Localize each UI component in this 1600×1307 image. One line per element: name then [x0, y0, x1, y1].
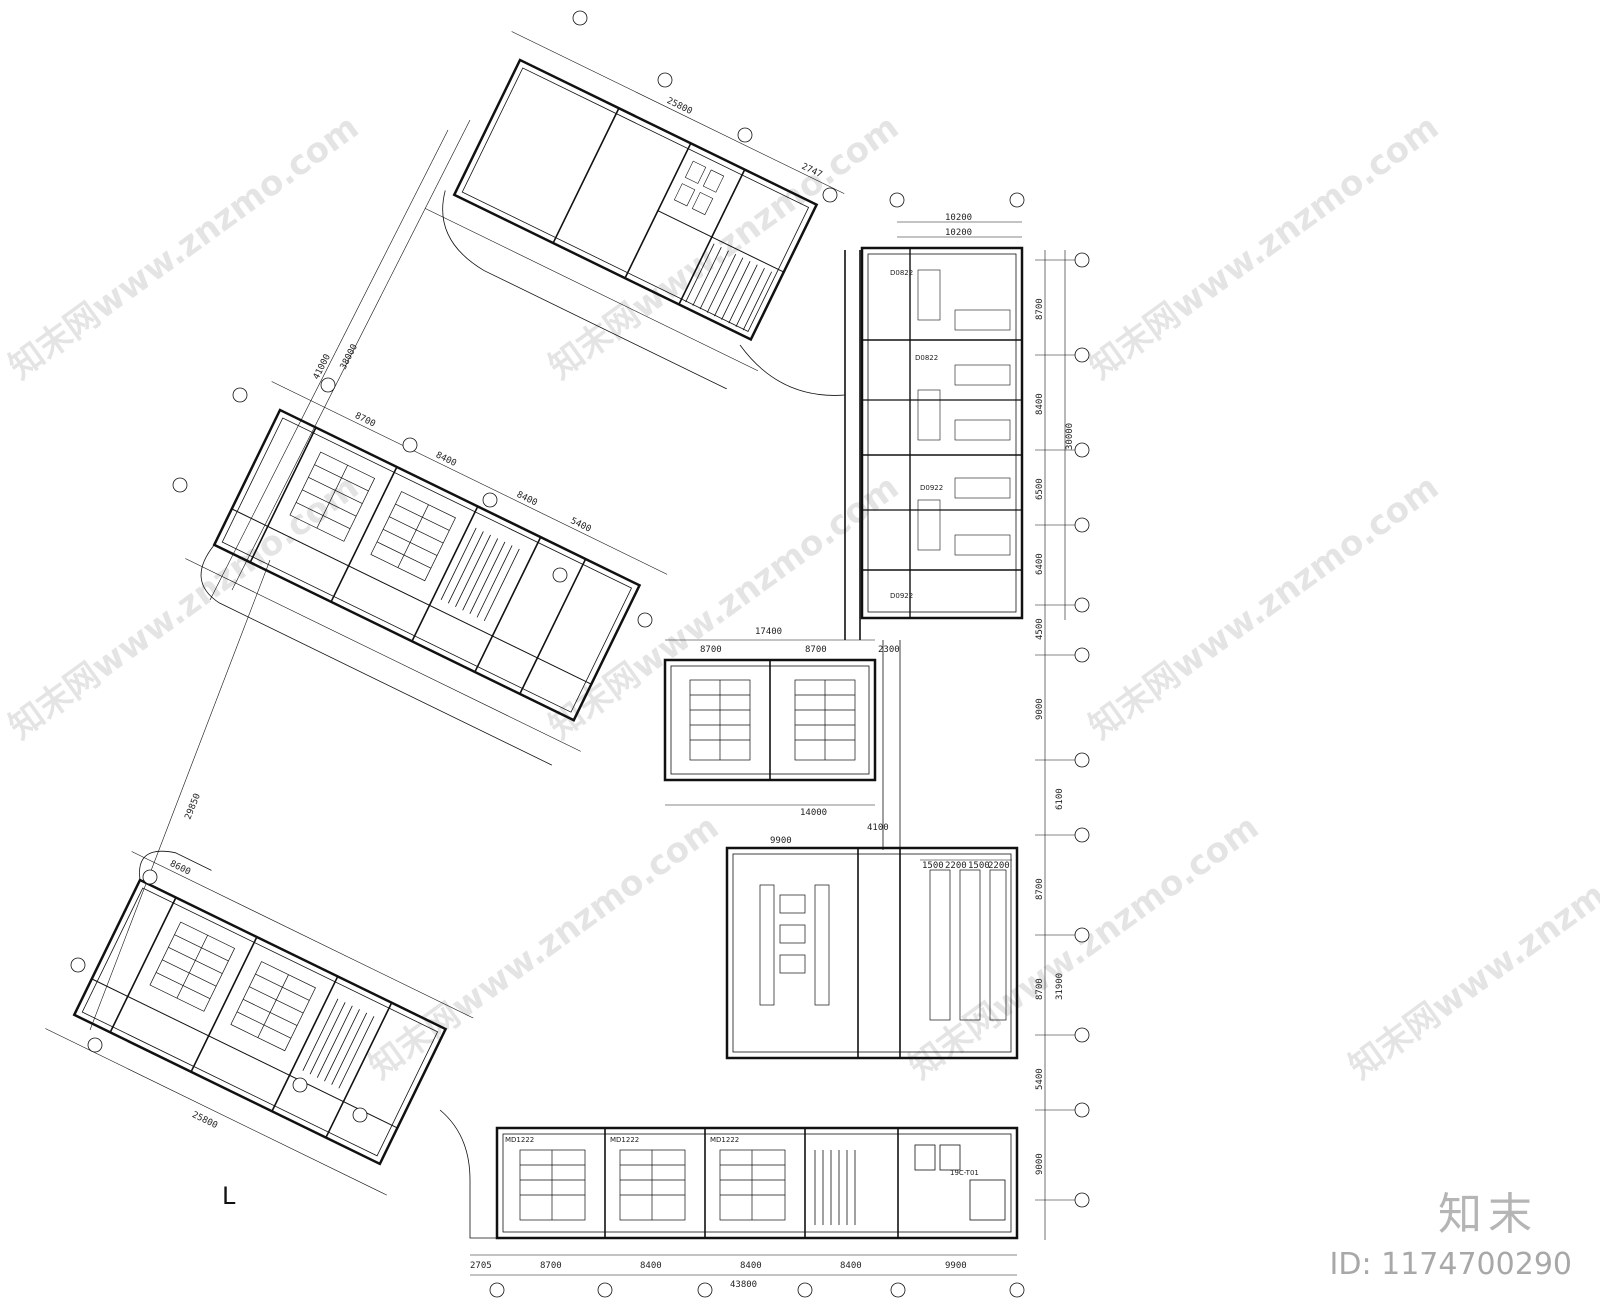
image-id-watermark: ID: 1174700290: [1329, 1247, 1572, 1282]
dim-right-8: 8700: [1035, 878, 1045, 900]
top-wing: 25800 2747: [425, 31, 845, 390]
dim-right-1: 8700: [1035, 298, 1045, 320]
dim-top-1: 10200: [945, 213, 972, 223]
dim-workshop-2: 2200: [945, 861, 967, 871]
dim-right-6: 9000: [1035, 698, 1045, 720]
top-dimension-chain: 10200 10200: [897, 213, 1022, 238]
dim-lab-1: 9900: [770, 836, 792, 846]
dim-right-4: 6400: [1035, 553, 1045, 575]
dim-classroom-1: 8700: [700, 645, 722, 655]
room-tag-door-1: MD1222: [505, 1136, 534, 1144]
classroom-pair: 17400 8700 8700 2300 14000: [663, 627, 900, 818]
bottom-classroom-row: MD1222 MD1222 MD1222 19C-T01 2705 8700 8…: [439, 1109, 1019, 1290]
room-tag-dorm-1: D0822: [890, 269, 913, 277]
dim-right-10: 5400: [1035, 1068, 1045, 1090]
room-tag-dorm-4: D0922: [890, 592, 913, 600]
dim-right-3: 6500: [1035, 478, 1045, 500]
dim-bottom-5: 8400: [840, 1261, 862, 1271]
dim-bottom-4: 8400: [740, 1261, 762, 1271]
lab-block: 9900 4100 1500 2200 1500 2200: [725, 823, 1019, 1060]
grid-axis-bubbles: [70, 10, 1090, 1298]
dim-right-5: 4500: [1035, 618, 1045, 640]
dim-bottom-3: 8400: [640, 1261, 662, 1271]
dorm-block: D0822 D0822 D0922 D0922: [860, 246, 1024, 620]
brand-watermark: 知末: [1438, 1189, 1538, 1240]
dim-right-9: 8700: [1035, 978, 1045, 1000]
dim-classroom-gap: 2300: [878, 645, 900, 655]
dim-workshop-3: 1500: [968, 861, 990, 871]
dim-right-2: 8400: [1035, 393, 1045, 415]
dim-bottom-6: 9900: [945, 1261, 967, 1271]
level-mark: L: [222, 1182, 236, 1210]
dim-classroom-2: 8700: [805, 645, 827, 655]
dim-workshop-1: 1500: [922, 861, 944, 871]
dim-right-total-2: 31900: [1055, 973, 1065, 1000]
dim-classroom-total: 17400: [755, 627, 782, 637]
dim-classroom-bottom: 14000: [800, 808, 827, 818]
room-tag-dorm-3: D0922: [920, 484, 943, 492]
room-tag-door-2: MD1222: [610, 1136, 639, 1144]
right-dimension-chain: 8700 8400 6500 6400 4500 9000 6100 8700 …: [1035, 250, 1075, 1240]
connector-corridor: [739, 250, 901, 850]
dim-right-11: 9000: [1035, 1153, 1045, 1175]
room-tag-dorm-2: D0822: [915, 354, 938, 362]
dim-workshop-4: 2200: [988, 861, 1010, 871]
dim-right-7: 6100: [1055, 788, 1065, 810]
dim-bottom-total: 43800: [730, 1280, 757, 1290]
dim-lab-2: 4100: [867, 823, 889, 833]
dim-bottom-1: 2705: [470, 1261, 492, 1271]
bottom-left-wing: 8600 25800: [45, 850, 474, 1196]
dim-top-2: 10200: [945, 228, 972, 238]
dim-right-total-1: 30000: [1065, 423, 1075, 450]
room-tag-door-3: MD1222: [710, 1136, 739, 1144]
dim-bottom-2: 8700: [540, 1261, 562, 1271]
room-tag-stair: 19C-T01: [950, 1169, 979, 1177]
